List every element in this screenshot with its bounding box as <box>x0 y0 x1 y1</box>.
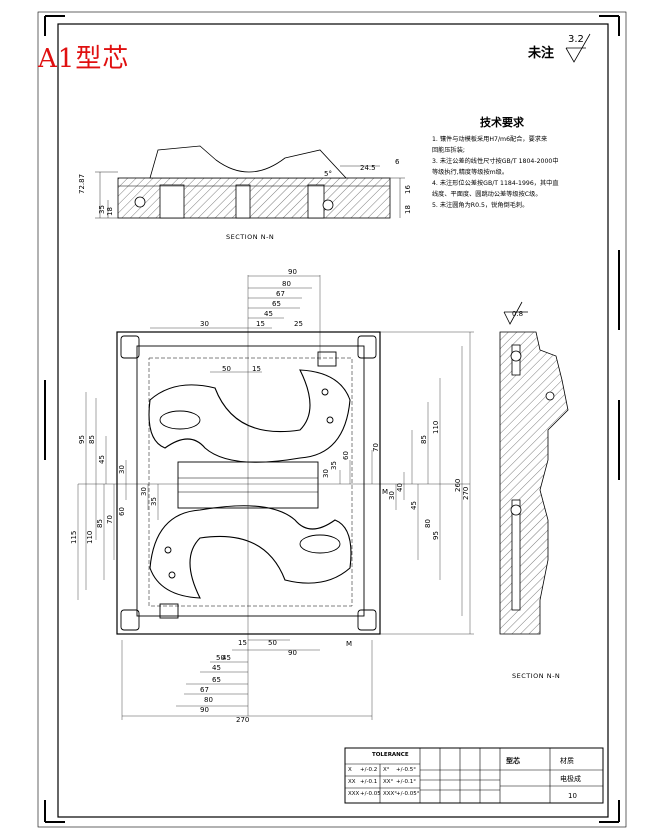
sheet-number-cell: 10 <box>568 792 577 800</box>
dim-label: 0.8 <box>512 310 523 318</box>
dim-label: 45 <box>98 455 106 464</box>
part-name-cell: 型芯 <box>506 757 520 765</box>
dim-label: 30 <box>200 320 209 328</box>
top-section-view <box>95 145 405 219</box>
dim-label: 16 <box>404 185 412 194</box>
tolerance-cell: +/-0.1° <box>396 779 416 785</box>
dim-label: 80 <box>282 280 291 288</box>
dim-label: 35 <box>330 461 338 470</box>
roughness-value: 3.2 <box>568 34 584 45</box>
dim-label: 6 <box>395 158 400 166</box>
dim-label: 260 <box>454 479 462 492</box>
material-cell: 材质 <box>560 757 574 765</box>
dim-label: 65 <box>272 300 281 308</box>
tech-requirement-item: 线度、平面度、圆跳动公差等级按C级。 <box>432 191 542 198</box>
dim-label: 15 <box>238 639 247 647</box>
dim-label: 50 <box>222 365 231 373</box>
dim-label: 70 <box>372 443 380 452</box>
dim-label: 45 <box>222 654 231 662</box>
tech-requirement-item: 1. 镶件与动模板采用H7/m6配合，要求来 <box>432 136 548 143</box>
tolerance-cell: XX° <box>383 779 394 785</box>
plan-dimension-lines <box>77 275 474 720</box>
tolerance-cell: +/-0.05 <box>360 791 381 797</box>
tech-requirement-item: 等级执行,精度等级按m级。 <box>432 169 509 176</box>
dim-label: M <box>346 640 352 648</box>
dim-label: 15 <box>256 320 265 328</box>
dim-label: 67 <box>276 290 285 298</box>
dim-label: 30 <box>322 469 330 478</box>
dimension-labels: 72.87 35 18 24.5 6 5° 16 18 90 80 67 65 … <box>70 158 523 724</box>
tech-requirement-item: 4. 未注形位公差按GB/T 1184-1996，其中直 <box>432 180 559 187</box>
tolerance-cell: +/-0.1 <box>360 779 378 785</box>
dim-label: 72.87 <box>78 174 86 194</box>
dim-label: 65 <box>212 676 221 684</box>
tech-requirement-item: 5. 未注圆角为R0.5，锐角倒毛刺。 <box>432 202 529 209</box>
dim-label: 70 <box>106 515 114 524</box>
section-label-right: SECTION N-N <box>512 672 561 680</box>
dim-label: 45 <box>264 310 273 318</box>
dim-label: 60 <box>118 507 126 516</box>
dim-label: 45 <box>410 501 418 510</box>
dim-label: 95 <box>432 531 440 540</box>
dim-label: 85 <box>88 435 96 444</box>
dim-label: 15 <box>252 365 261 373</box>
title-block <box>344 747 604 804</box>
section-label-top: SECTION N-N <box>226 233 275 241</box>
side-section-view <box>499 301 569 635</box>
dim-label: 25 <box>294 320 303 328</box>
sheet-border <box>37 11 627 828</box>
dim-label: 110 <box>86 531 94 544</box>
dim-label: M <box>382 488 388 496</box>
dim-label: 35 <box>98 205 106 214</box>
tech-requirement-item: 3. 未注公差的线性尺寸按GB/T 1804-2000中 <box>432 158 559 165</box>
dim-label: 90 <box>288 268 297 276</box>
roughness-note: 未注 <box>528 46 555 61</box>
dim-label: 18 <box>106 207 114 216</box>
sheet-title: A1型芯 <box>38 44 130 74</box>
tech-requirements-list: 1. 镶件与动模板采用H7/m6配合，要求来 回能压拆装; 3. 未注公差的线性… <box>432 134 602 211</box>
tolerance-cell: XXX° <box>383 791 398 797</box>
tech-requirements-title: 技术要求 <box>480 116 524 129</box>
dim-label: 45 <box>212 664 221 672</box>
dim-label: 95 <box>78 435 86 444</box>
dim-label: 40 <box>396 483 404 492</box>
tolerance-cell: +/-0.2 <box>360 767 378 773</box>
dim-label: 50 <box>216 654 225 662</box>
dim-label: 30 <box>388 491 396 500</box>
roughness-symbol <box>565 33 591 63</box>
electrode-cell: 电极成 <box>560 775 581 783</box>
dim-label: 30 <box>118 465 126 474</box>
dim-label: 270 <box>236 716 249 724</box>
dim-label: 90 <box>200 706 209 714</box>
dim-label: 30 <box>140 487 148 496</box>
tolerance-cell: +/-0.05° <box>396 791 420 797</box>
tolerance-header: TOLERANCE <box>372 752 409 758</box>
dim-label: 60 <box>342 451 350 460</box>
dim-label: 110 <box>432 421 440 434</box>
tolerance-cell: X° <box>383 767 390 773</box>
dim-label: 80 <box>204 696 213 704</box>
tolerance-cell: XX <box>348 779 356 785</box>
dim-label: 115 <box>70 531 78 544</box>
dim-label: 35 <box>150 497 158 506</box>
tolerance-cell: +/-0.5° <box>396 767 416 773</box>
dim-label: 85 <box>420 435 428 444</box>
dim-label: 90 <box>288 649 297 657</box>
tech-requirement-item: 回能压拆装; <box>432 147 466 154</box>
dim-label: 5° <box>324 170 332 178</box>
dim-label: 270 <box>462 487 470 500</box>
dim-label: 80 <box>424 519 432 528</box>
tolerance-cell: XXX <box>348 791 360 797</box>
dim-label: 67 <box>200 686 209 694</box>
tolerance-cell: X <box>348 767 352 773</box>
dim-label: 85 <box>96 519 104 528</box>
plan-view <box>116 331 381 635</box>
dim-label: 18 <box>404 205 412 214</box>
dim-label: 50 <box>268 639 277 647</box>
dim-label: 24.5 <box>360 164 376 172</box>
